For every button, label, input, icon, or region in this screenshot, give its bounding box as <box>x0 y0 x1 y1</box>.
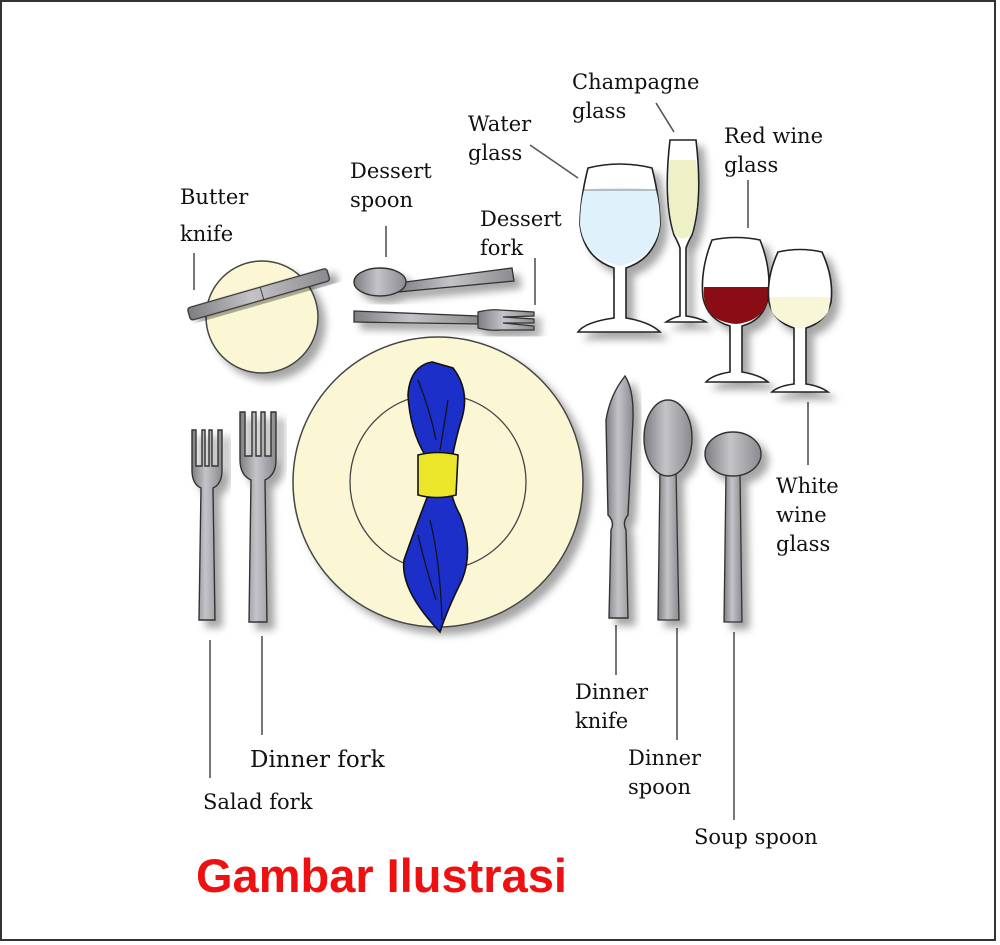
butter-knife <box>187 268 331 321</box>
dessert-fork <box>353 309 535 331</box>
leader-lines <box>193 102 809 820</box>
white-wine-glass <box>767 248 833 393</box>
caption-title: Gambar Ilustrasi <box>196 849 567 902</box>
dinner-fork <box>239 411 277 623</box>
salad-fork <box>191 429 223 621</box>
soup-spoon <box>704 431 762 623</box>
dinner-spoon <box>643 399 693 621</box>
dinner-knife <box>605 374 634 619</box>
champagne-glass <box>663 139 709 323</box>
label-dinner-fork: Dinner fork <box>250 747 385 773</box>
dessert-spoon <box>353 267 515 297</box>
red-wine-glass <box>701 236 771 383</box>
label-soup-spoon: Soup spoon <box>694 825 818 849</box>
water-glass <box>576 163 662 333</box>
label-salad-fork: Salad fork <box>203 790 313 814</box>
napkin-ring <box>417 451 459 499</box>
